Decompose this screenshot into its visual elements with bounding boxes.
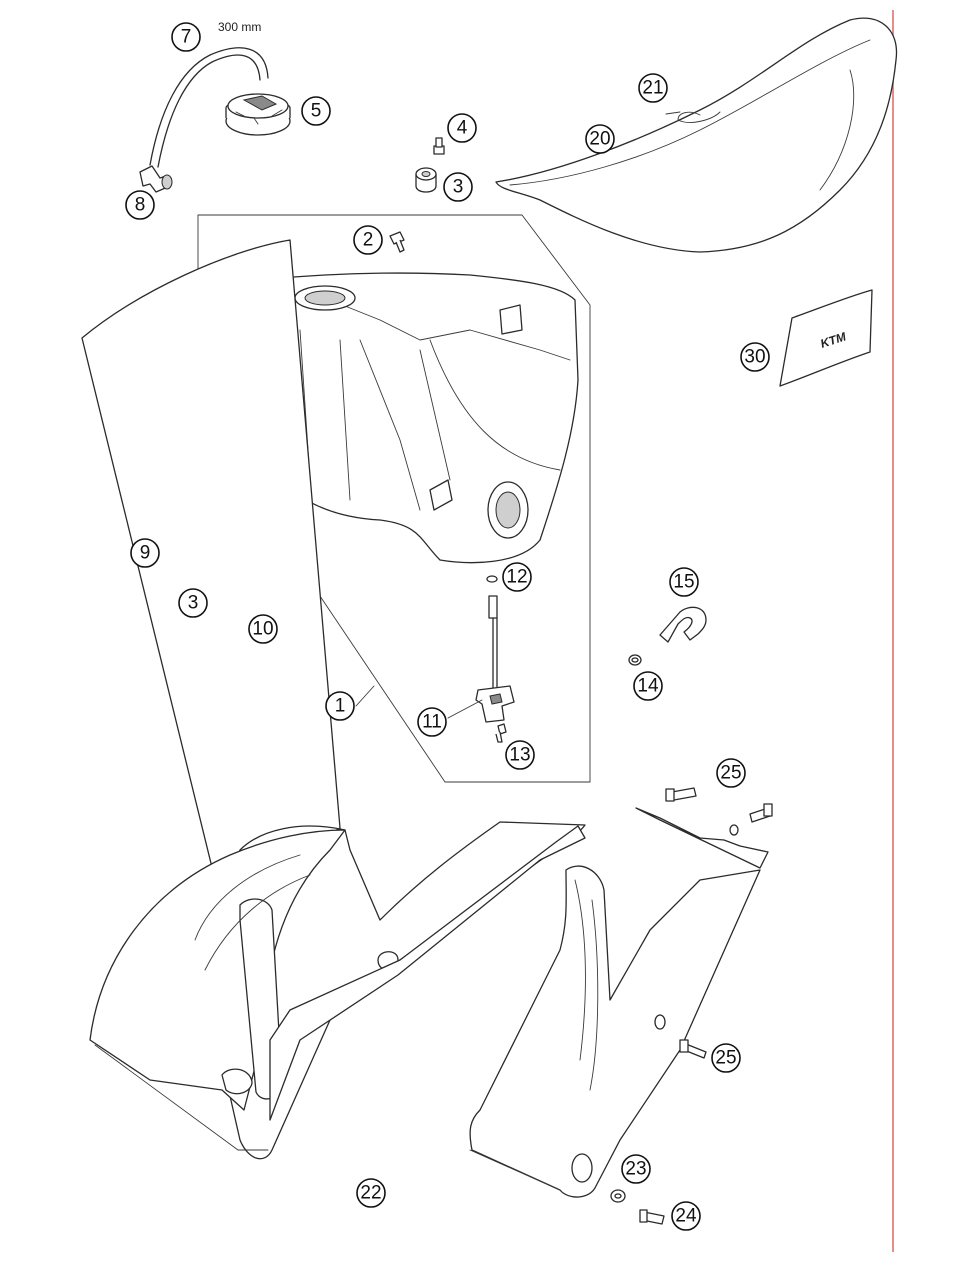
callout-21: 21 xyxy=(638,73,668,103)
radiator-shroud-right xyxy=(469,807,769,1198)
callout-2: 2 xyxy=(353,225,383,255)
bolt-25-bottom xyxy=(679,1039,707,1059)
fuel-cap xyxy=(225,93,291,136)
callout-4: 4 xyxy=(447,113,477,143)
callout-3-top: 3 xyxy=(443,172,473,202)
fuel-hose: 300 mm xyxy=(149,20,269,168)
svg-text:10: 10 xyxy=(252,619,273,640)
callout-22: 22 xyxy=(356,1178,386,1208)
callout-13: 13 xyxy=(505,740,535,770)
callout-23: 23 xyxy=(621,1154,651,1184)
screw-4 xyxy=(433,137,445,155)
callout-25-top: 25 xyxy=(716,758,746,788)
svg-text:22: 22 xyxy=(360,1183,381,1204)
callout-5: 5 xyxy=(301,96,331,126)
clamp-14 xyxy=(628,654,642,666)
svg-text:21: 21 xyxy=(642,78,663,99)
svg-text:15: 15 xyxy=(673,572,694,593)
radiator-shroud-left xyxy=(81,239,586,1160)
svg-text:23: 23 xyxy=(625,1159,646,1180)
svg-text:30: 30 xyxy=(744,347,765,368)
callout-8: 8 xyxy=(125,190,155,220)
callout-15: 15 xyxy=(669,567,699,597)
svg-text:3: 3 xyxy=(453,177,464,198)
callout-14: 14 xyxy=(633,671,663,701)
leader-lines xyxy=(355,111,681,719)
spacer-3-top xyxy=(415,167,437,193)
svg-text:24: 24 xyxy=(675,1206,697,1227)
svg-text:9: 9 xyxy=(140,543,151,564)
bolt-25-top-a xyxy=(665,787,697,802)
callout-25-bottom: 25 xyxy=(711,1043,741,1073)
svg-text:20: 20 xyxy=(589,129,610,150)
bolt-25-top-b xyxy=(749,803,773,823)
svg-text:25: 25 xyxy=(720,763,741,784)
callout-12: 12 xyxy=(502,562,532,592)
callout-9: 9 xyxy=(130,538,160,568)
svg-text:14: 14 xyxy=(637,676,659,697)
callout-1: 1 xyxy=(325,691,355,721)
fuel-tap xyxy=(475,595,515,723)
svg-text:8: 8 xyxy=(135,195,146,216)
screw-13 xyxy=(495,723,507,743)
callout-11: 11 xyxy=(417,707,447,737)
hose-elbow-fitting xyxy=(139,165,173,193)
svg-text:7: 7 xyxy=(181,27,192,48)
callout-7: 7 xyxy=(171,22,201,52)
svg-text:11: 11 xyxy=(422,712,442,733)
svg-text:13: 13 xyxy=(509,745,530,766)
svg-text:25: 25 xyxy=(715,1048,736,1069)
callout-30: 30 xyxy=(740,342,770,372)
bolt-24 xyxy=(639,1209,665,1225)
ktm-decal: KTM xyxy=(779,289,873,387)
hose-length-note: 300 mm xyxy=(218,20,261,34)
svg-text:5: 5 xyxy=(311,101,322,122)
seat xyxy=(495,17,898,253)
svg-text:4: 4 xyxy=(457,118,468,139)
svg-text:2: 2 xyxy=(363,230,374,251)
breather-hose-15 xyxy=(659,606,707,643)
nut-23 xyxy=(610,1189,626,1203)
svg-text:12: 12 xyxy=(506,567,527,588)
o-ring-12 xyxy=(486,575,498,583)
callout-3-left: 3 xyxy=(178,588,208,618)
svg-text:1: 1 xyxy=(335,696,346,717)
screw-2 xyxy=(389,231,405,253)
svg-text:3: 3 xyxy=(188,593,199,614)
callout-20: 20 xyxy=(585,124,615,154)
callout-24: 24 xyxy=(671,1201,701,1231)
callout-10: 10 xyxy=(248,614,278,644)
